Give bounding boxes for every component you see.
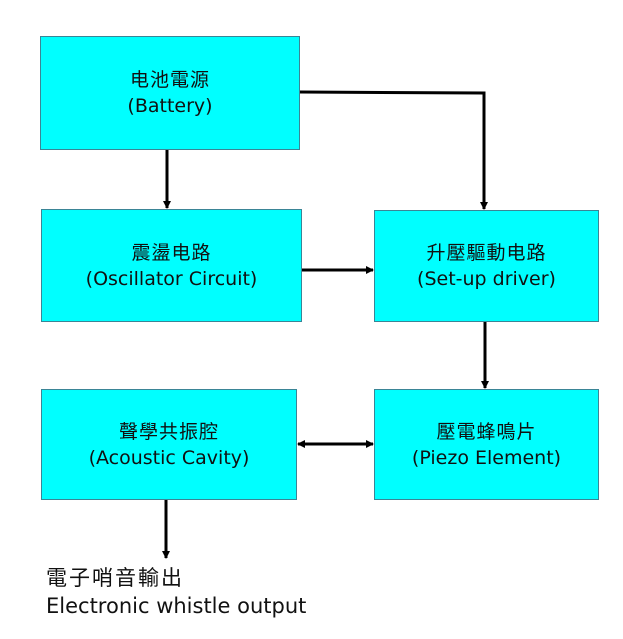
piezo-block: 壓電蜂鳴片 (Piezo Element) <box>374 389 599 500</box>
driver-label-zh: 升壓驅動电路 <box>426 242 547 264</box>
acoustic-cavity-block: 聲學共振腔 (Acoustic Cavity) <box>41 389 297 500</box>
oscillator-label-en: (Oscillator Circuit) <box>85 267 258 290</box>
battery-label-zh: 电池電源 <box>129 69 210 91</box>
piezo-label-en: (Piezo Element) <box>411 446 562 469</box>
battery-label-en: (Battery) <box>127 95 213 117</box>
output-label-zh: 電子哨音輸出 <box>46 566 184 590</box>
output-label-en: Electronic whistle output <box>46 594 307 618</box>
driver-block: 升壓驅動电路 (Set-up driver) <box>374 210 599 322</box>
piezo-label-zh: 壓電蜂鳴片 <box>436 420 537 443</box>
arrow-battery-to-driver <box>299 90 488 210</box>
output-label: 電子哨音輸出 Electronic whistle output <box>46 564 306 620</box>
acoustic-label-zh: 聲學共振腔 <box>118 420 219 443</box>
oscillator-block: 震盪电路 (Oscillator Circuit) <box>41 209 302 322</box>
driver-label-en: (Set-up driver) <box>417 268 556 290</box>
acoustic-label-en: (Acoustic Cavity) <box>88 446 250 469</box>
battery-block: 电池電源 (Battery) <box>40 36 300 150</box>
oscillator-label-zh: 震盪电路 <box>131 241 212 264</box>
